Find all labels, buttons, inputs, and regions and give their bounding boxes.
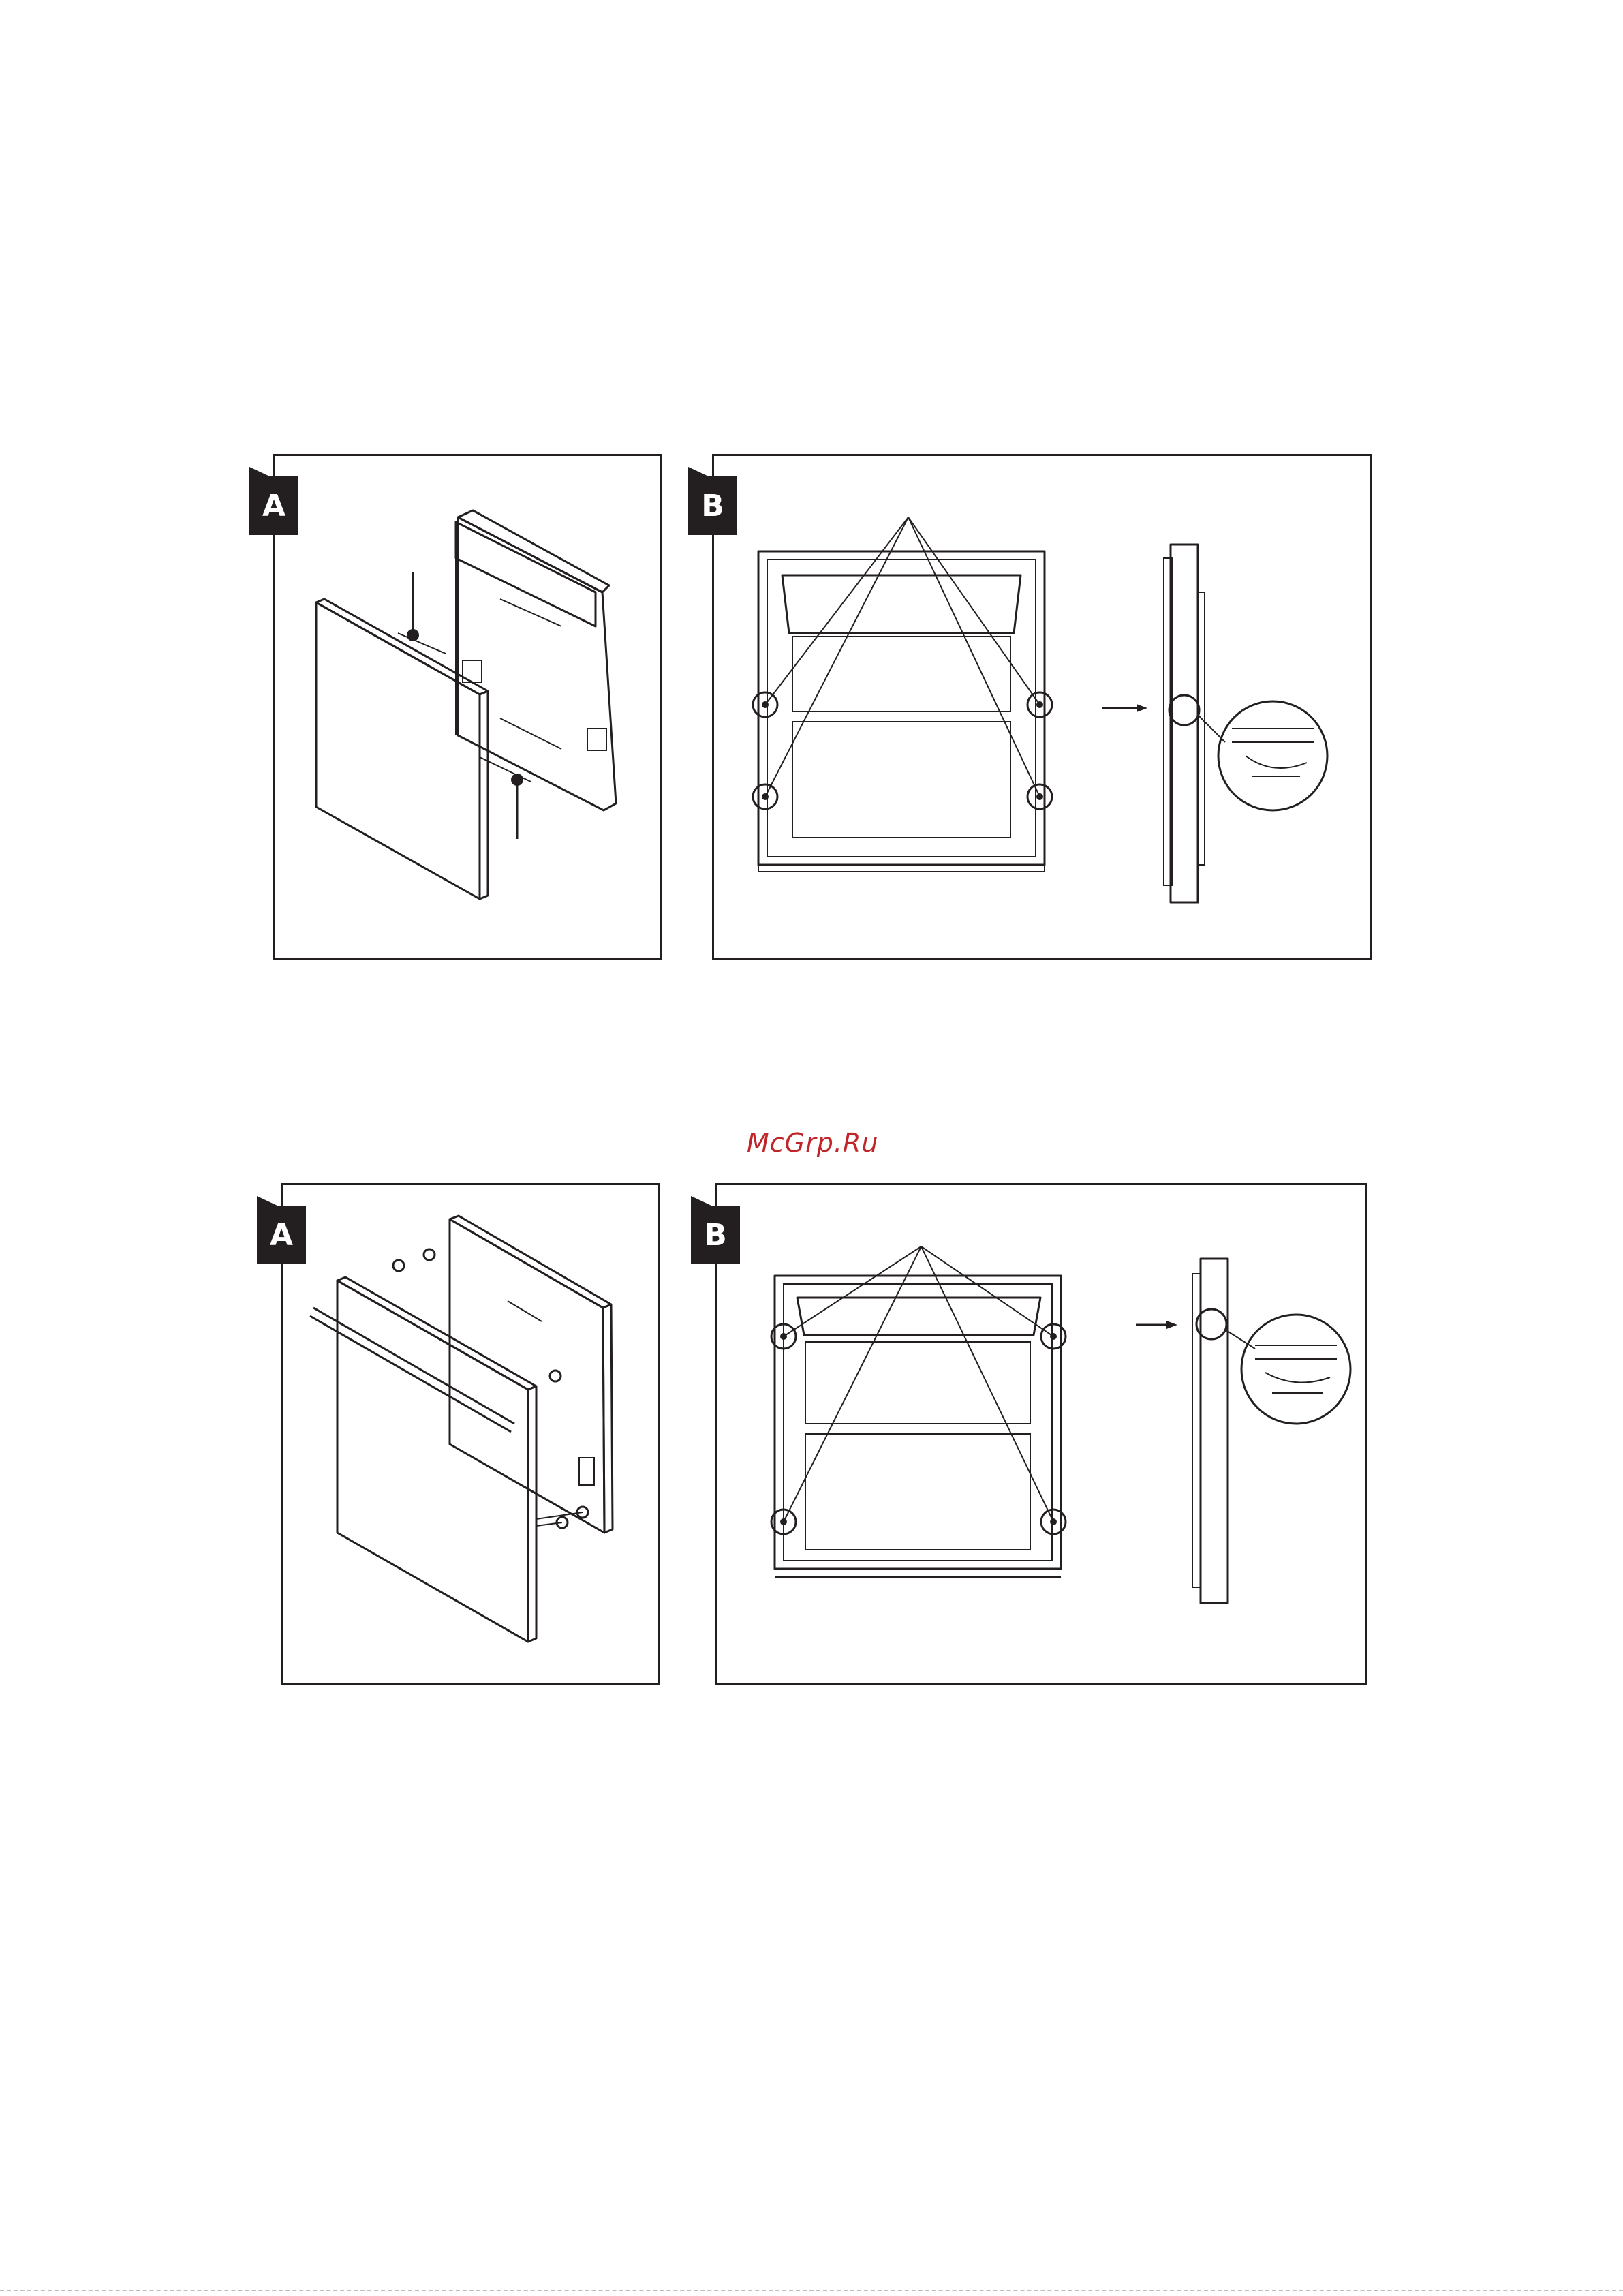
inner-door-frame [758, 551, 1045, 865]
hinge-bracket [579, 1458, 594, 1485]
detail-callout-large [1218, 701, 1327, 810]
top-panel-a: A [273, 454, 662, 960]
page-bottom-rule [0, 2290, 1623, 2291]
top-panel-b: B [712, 454, 1372, 960]
panel-label-b: B [691, 1206, 740, 1264]
bottom-panel-b-illustration [717, 1185, 1369, 1687]
screw-upper-left [393, 1260, 404, 1271]
panel-label-b: B [688, 476, 737, 535]
detail-callout-small [1169, 695, 1199, 725]
bottom-panel-a: A [281, 1183, 660, 1685]
inner-door-frame [775, 1276, 1061, 1569]
panel-label-a: A [257, 1206, 306, 1264]
upper-tray [782, 575, 1021, 633]
lower-tray [805, 1434, 1030, 1550]
side-view-door [1171, 545, 1198, 902]
lower-tray [792, 722, 1010, 838]
hinge-bracket-lower [587, 729, 606, 750]
bottom-panel-a-illustration [283, 1185, 662, 1687]
panel-label-a: A [249, 476, 298, 535]
top-panel-b-illustration [714, 456, 1374, 962]
screw-upper-right [550, 1371, 561, 1381]
watermark-text: McGrp.Ru [747, 1128, 878, 1158]
top-panel-a-illustration [275, 456, 664, 962]
detail-callout-large [1241, 1315, 1350, 1424]
bottom-panel-b: B [715, 1183, 1367, 1685]
middle-tray [792, 637, 1010, 711]
